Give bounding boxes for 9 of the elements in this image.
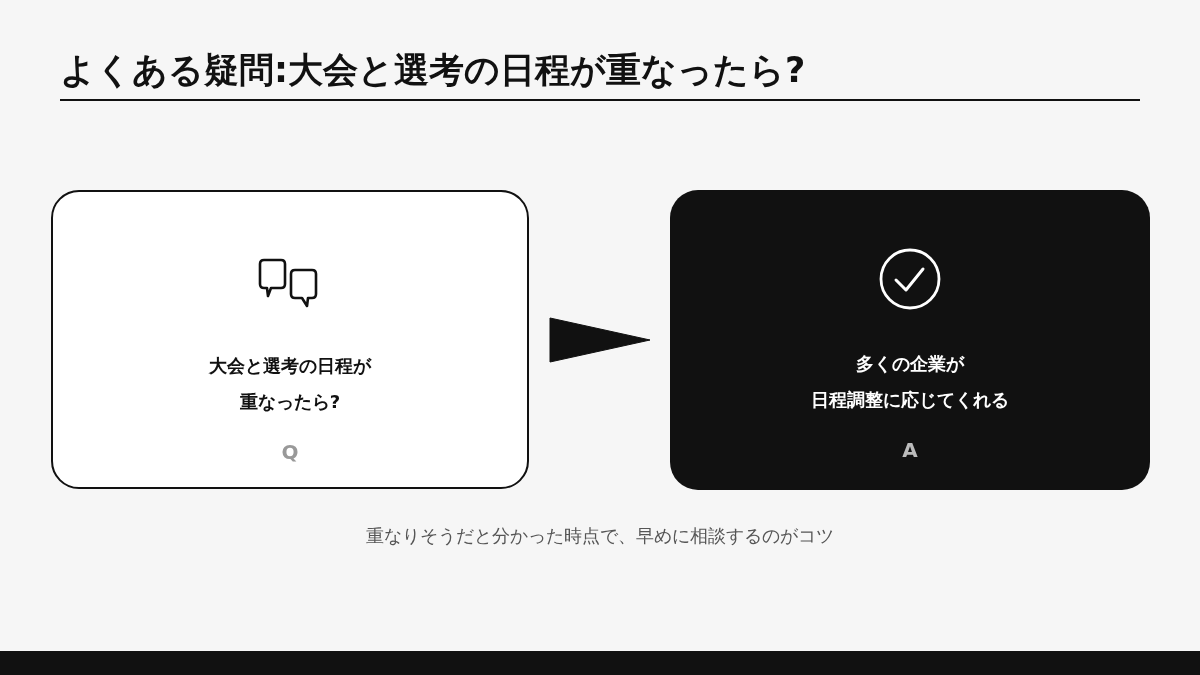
arrow bbox=[549, 317, 651, 363]
answer-marker: A bbox=[902, 438, 918, 462]
caption: 重なりそうだと分かった時点で、早めに相談するのがコツ bbox=[366, 525, 834, 546]
question-card bbox=[51, 190, 529, 489]
question-marker: Q bbox=[281, 440, 299, 464]
answer-card bbox=[670, 190, 1150, 490]
question-text: 大会と選考の日程が重なったら? bbox=[209, 354, 371, 414]
answer-text: 多くの企業が日程調整に応じてくれる bbox=[811, 352, 1009, 412]
page-title: よくある疑問:大会と選考の日程が重なったら? bbox=[60, 49, 806, 92]
